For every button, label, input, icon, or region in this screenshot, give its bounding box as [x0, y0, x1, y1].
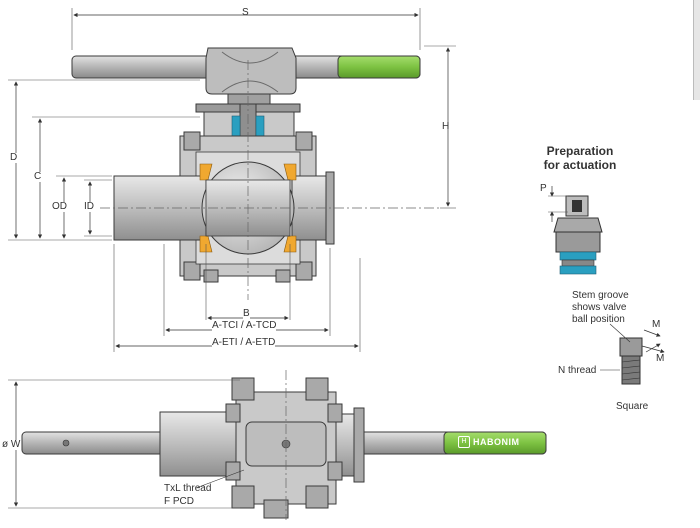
label-M2: M	[656, 353, 665, 364]
label-S: S	[242, 7, 249, 18]
handle-top	[71, 47, 421, 105]
f-pcd-label: F PCD	[164, 496, 194, 507]
txl-thread-label: TxL thread	[164, 483, 212, 494]
page-edge-tab	[693, 0, 700, 100]
stem-callout-line1: Stem groove	[572, 290, 629, 301]
actuation-detail	[548, 186, 603, 275]
prep-heading: Preparation for actuation	[540, 144, 620, 172]
habonim-mark-icon: H	[458, 436, 470, 448]
prep-line1: Preparation	[546, 144, 614, 158]
label-A-ET: A-ETI / A-ETD	[212, 337, 276, 348]
dim-S	[71, 8, 421, 50]
label-W: ø W	[2, 439, 21, 450]
n-thread-label: N thread	[558, 365, 597, 376]
dim-H	[424, 45, 456, 209]
prep-line2: for actuation	[543, 158, 617, 172]
thread-leader	[195, 469, 245, 489]
habonim-brand-text: HABONIM	[473, 437, 520, 447]
label-A-TC: A-TCI / A-TCD	[212, 320, 277, 331]
square-label: Square	[616, 401, 649, 412]
stem-callout-line3: ball position	[572, 314, 625, 325]
label-D: D	[10, 152, 18, 163]
label-ID: ID	[84, 201, 94, 212]
label-OD: OD	[52, 201, 67, 212]
stem-callout-line2: shows valve	[572, 302, 627, 313]
label-H: H	[442, 121, 450, 132]
label-M1: M	[652, 319, 661, 330]
label-B: B	[243, 308, 250, 319]
label-P: P	[540, 183, 547, 194]
stem-square-detail	[600, 323, 665, 385]
habonim-logo: H HABONIM	[458, 436, 520, 448]
label-C: C	[34, 171, 42, 182]
